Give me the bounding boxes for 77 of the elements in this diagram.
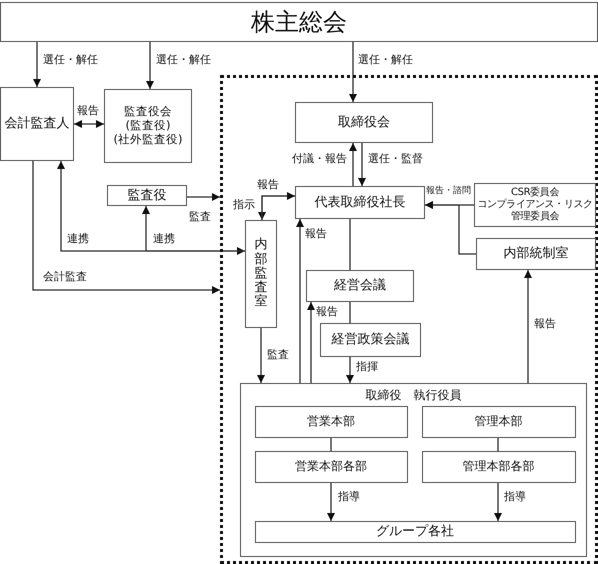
box-label: 管理本部各部 [462, 459, 534, 474]
arrow [187, 193, 220, 201]
org-box [0, 2, 598, 42]
edge-label: 選任・監督 [367, 153, 424, 166]
org-box [476, 238, 596, 270]
arrow [349, 143, 357, 186]
arrow [296, 219, 304, 383]
edge-label: 指示 [232, 199, 256, 212]
arrow [307, 302, 315, 383]
edge-label: 報告 [315, 306, 339, 319]
edge-label: 報告・諮問 [425, 186, 472, 196]
org-box [107, 185, 187, 206]
arrow [33, 42, 41, 87]
edge-label: 選任・解任 [357, 54, 414, 67]
box-label: 株主総会 [251, 8, 347, 36]
box-label: 会計監査人 [4, 116, 70, 132]
box-label: グループ各社 [376, 524, 454, 540]
arrow [425, 201, 476, 255]
arrow [142, 206, 245, 252]
box-label: 取締役会 [338, 114, 390, 130]
edge-label: 監査 [266, 349, 290, 362]
box-label: 内部統制室 [504, 246, 568, 262]
edge-label: 選任・解任 [42, 54, 99, 67]
box-label: 営業本部各部 [295, 459, 367, 474]
arrow [74, 120, 104, 128]
box-label: 監査役会 (監査役) (社外監査役) [112, 105, 184, 147]
box-label: コンプライアンス・リスク管理委員会 [476, 199, 594, 223]
org-box [0, 87, 74, 161]
org-box [104, 89, 192, 163]
connector-line [497, 438, 499, 451]
edge-label: 連携 [66, 233, 90, 246]
group-heading: 取締役 執行役員 [366, 388, 462, 402]
edge-label: 報告 [76, 105, 100, 118]
edge-label: 付議・報告 [291, 153, 348, 166]
edge-label: 報告 [256, 179, 280, 192]
edge-label: 監査 [188, 211, 212, 224]
arrow [346, 357, 354, 383]
arrow [32, 161, 220, 294]
org-box [306, 270, 414, 302]
connector-line [349, 302, 351, 323]
box-label: 内部監査室 [254, 238, 268, 310]
arrow [146, 42, 154, 89]
edge-label: 会計監査 [42, 271, 88, 284]
org-box [245, 220, 277, 328]
edge-label: 指揮 [355, 361, 379, 374]
org-box [320, 323, 421, 357]
arrow [327, 483, 335, 521]
edge-label: 報告 [533, 318, 557, 331]
arrow [494, 483, 502, 521]
connector-line [330, 438, 332, 451]
arrow [358, 143, 366, 186]
box-label: CSR委員会 [510, 187, 560, 198]
box-label: 経営会議 [334, 278, 386, 294]
edge-label: 指導 [503, 491, 527, 504]
org-box [254, 450, 408, 482]
org-box [422, 406, 576, 438]
box-label: 経営政策会議 [332, 332, 410, 348]
arrow [57, 161, 245, 255]
group-panel [240, 383, 587, 557]
org-box [295, 102, 433, 143]
arrow [349, 42, 357, 102]
arrow [524, 270, 532, 383]
edge-label: 連携 [152, 233, 176, 246]
org-box [295, 186, 425, 219]
edge-label: 指導 [337, 491, 361, 504]
org-box [474, 183, 596, 227]
box-label: 管理本部 [474, 414, 522, 429]
arrow [257, 328, 265, 383]
org-box [254, 520, 576, 542]
edge-label: 報告 [304, 228, 328, 241]
box-label: 監査役 [128, 188, 166, 204]
connector-line [349, 219, 351, 270]
org-box [254, 406, 408, 438]
org-box [422, 450, 576, 482]
edge-label: 選任・解任 [155, 54, 212, 67]
box-label: 営業本部 [307, 414, 355, 429]
box-label: 代表取締役社長 [314, 194, 406, 210]
